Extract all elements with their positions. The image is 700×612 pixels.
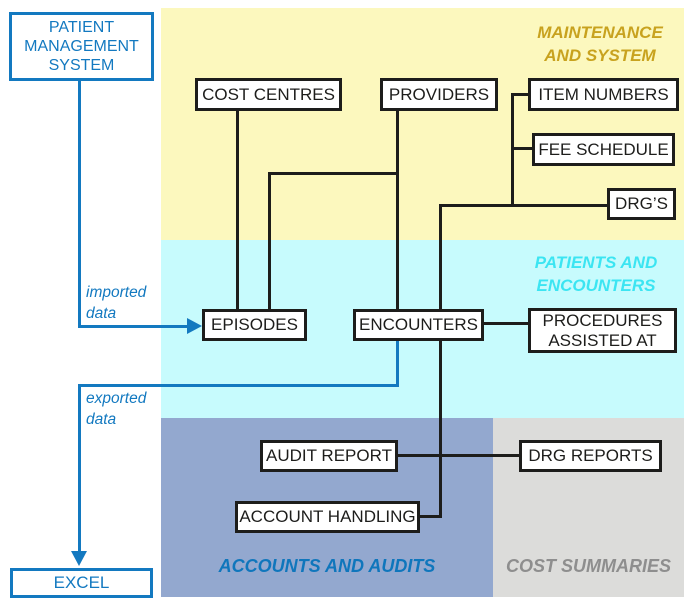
- imported-data-label: imported data: [86, 284, 147, 322]
- node-excel-label: EXCEL: [53, 573, 110, 593]
- region-title-patients-and-encounters: PATIENTS AND ENCOUNTERS: [534, 253, 658, 295]
- connector-stub-account-handling: [417, 515, 442, 518]
- node-episodes-label: EPISODES: [211, 315, 298, 335]
- connector-audit-report-to-drg-reports: [395, 454, 521, 457]
- connector-encounters-to-procedures: [482, 322, 530, 325]
- node-encounters-label: ENCOUNTERS: [358, 315, 478, 335]
- flow-imported-vertical: [78, 79, 81, 328]
- node-fee-schedule: FEE SCHEDULE: [532, 133, 675, 166]
- node-audit-report-label: AUDIT REPORT: [266, 446, 392, 466]
- flow-imported-horizontal: [78, 325, 189, 328]
- flow-exported-vertical-to-excel: [78, 384, 81, 552]
- node-item-numbers-label: ITEM NUMBERS: [538, 84, 669, 104]
- node-patient-management-system: PATIENT MANAGEMENT SYSTEM: [9, 12, 154, 81]
- connector-episodes-to-providers-horizontal: [268, 172, 399, 175]
- node-account-handling-label: ACCOUNT HANDLING: [239, 507, 416, 527]
- region-title-maintenance-and-system: MAINTENANCE AND SYSTEM: [537, 23, 663, 65]
- node-audit-report: AUDIT REPORT: [260, 440, 398, 472]
- exported-arrowhead-icon: [71, 551, 87, 566]
- connector-stub-fee-schedule: [511, 147, 534, 150]
- imported-arrowhead-icon: [187, 318, 202, 334]
- node-drgs: DRG’S: [607, 188, 676, 220]
- connector-itemnumbers-feeschedule-vertical: [511, 93, 514, 207]
- region-title-cost-summaries: COST SUMMARIES: [505, 556, 671, 576]
- node-providers-label: PROVIDERS: [388, 84, 490, 104]
- node-drg-reports: DRG REPORTS: [519, 440, 662, 472]
- node-procedures-assisted-at: PROCEDURES ASSISTED AT: [528, 308, 677, 353]
- flow-exported-horizontal: [78, 384, 399, 387]
- node-account-handling: ACCOUNT HANDLING: [235, 501, 420, 533]
- node-drg-reports-label: DRG REPORTS: [528, 446, 653, 466]
- connector-providers-to-encounters: [396, 109, 399, 311]
- node-patient-management-system-label: PATIENT MANAGEMENT SYSTEM: [24, 19, 139, 74]
- connector-episodes-up-vertical: [268, 172, 271, 311]
- connector-drgs-encounters-account-vertical: [439, 204, 442, 517]
- node-cost-centres-label: COST CENTRES: [202, 84, 335, 104]
- exported-data-label: exported data: [86, 390, 147, 428]
- node-encounters: ENCOUNTERS: [353, 309, 484, 341]
- node-item-numbers: ITEM NUMBERS: [528, 78, 679, 111]
- node-episodes: EPISODES: [202, 309, 307, 341]
- node-procedures-assisted-at-label: PROCEDURES ASSISTED AT: [542, 310, 663, 350]
- node-cost-centres: COST CENTRES: [195, 78, 342, 111]
- region-title-accounts-and-audits: ACCOUNTS AND AUDITS: [218, 556, 436, 576]
- region-maintenance-and-system: [161, 8, 684, 240]
- node-excel: EXCEL: [10, 568, 153, 598]
- node-fee-schedule-label: FEE SCHEDULE: [538, 139, 669, 159]
- connector-cost-centres-to-episodes: [236, 109, 239, 311]
- connector-to-drgs-horizontal: [439, 204, 610, 207]
- node-providers: PROVIDERS: [380, 78, 498, 111]
- flow-exported-from-encounters: [396, 340, 399, 387]
- node-drgs-label: DRG’S: [615, 194, 668, 214]
- connector-stub-item-numbers: [511, 93, 530, 96]
